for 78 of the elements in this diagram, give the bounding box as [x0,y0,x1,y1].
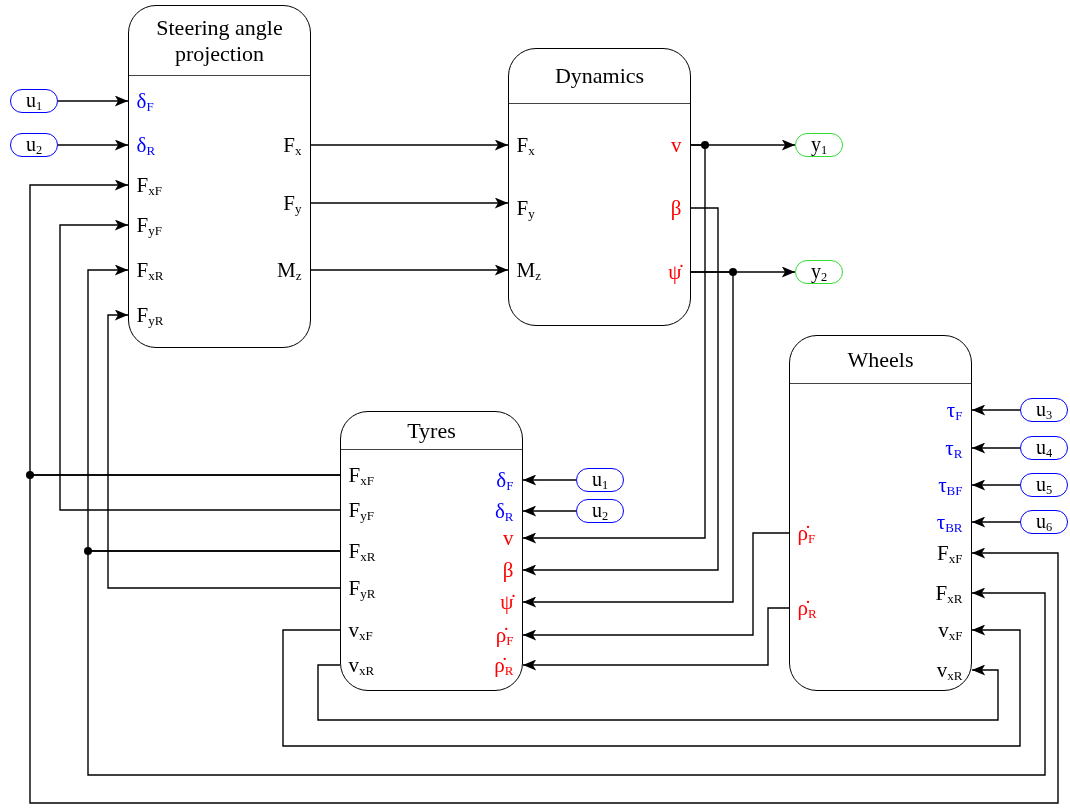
port-label: v$_{xF}$ [339,615,402,644]
arrow [522,271,734,608]
port-label: ρ̇$_{F}$ [460,620,523,649]
port-label: δ$_{F}$ [460,465,523,494]
port-label: F$_{xF}$ [339,460,402,489]
block-title: Wheels [790,336,971,384]
input-terminal: u$_{2}$ [576,499,624,523]
input-terminal: u$_{6}$ [1020,510,1068,534]
arrow [522,144,706,544]
arrow [59,219,341,511]
port-label: τ$_{F}$ [909,395,972,424]
port-label: v [628,130,691,159]
function-block [789,335,972,691]
port-label: ψ̇ [460,587,523,616]
arrow [522,505,577,517]
port-label: F$_{xR}$ [909,578,972,607]
port-label: ρ̇$_{R}$ [460,650,523,679]
port-label: β [628,193,691,222]
block-title: Tyres [341,412,522,450]
block-title: Dynamics [509,49,690,104]
port-label: F$_{x}$ [248,130,311,159]
input-terminal: u$_{4}$ [1020,436,1068,460]
function-block [340,411,523,691]
port-label: v [460,523,523,552]
function-block [508,48,691,326]
output-terminal: y$_{1}$ [795,133,843,157]
arrow [29,474,1059,804]
input-terminal: u$_{1}$ [10,89,58,113]
port-label: F$_{yR}$ [339,573,402,602]
port-label: ρ̇$_{F}$ [788,518,851,547]
arrow [971,442,1021,454]
port-label: F$_{xR}$ [339,536,402,565]
port-label: F$_{x}$ [507,130,570,159]
arrow [57,139,129,151]
input-terminal: u$_{5}$ [1020,473,1068,497]
port-label: v$_{xR}$ [339,650,402,679]
port-label: F$_{yF}$ [339,495,402,524]
port-label: β [460,555,523,584]
port-label: F$_{y}$ [248,188,311,217]
input-terminal: u$_{1}$ [576,468,624,492]
port-label: F$_{xF}$ [909,538,972,567]
port-label: F$_{y}$ [507,193,570,222]
arrow [310,264,509,276]
port-label: δ$_{F}$ [127,86,190,115]
arrow [522,474,577,486]
port-label: M$_{z}$ [248,255,311,284]
arrow [522,532,790,641]
input-terminal: u$_{2}$ [10,133,58,157]
port-label: M$_{z}$ [507,255,570,284]
arrow [971,516,1021,528]
port-label: δ$_{R}$ [127,130,190,159]
port-label: τ$_{BF}$ [909,470,972,499]
port-label: τ$_{BR}$ [909,507,972,536]
port-label: F$_{xF}$ [127,170,190,199]
arrow [310,197,509,209]
arrow [522,207,719,576]
port-label: F$_{xR}$ [127,255,190,284]
port-label: F$_{yR}$ [127,300,190,329]
output-terminal: y$_{2}$ [795,260,843,284]
input-terminal: u$_{3}$ [1020,398,1068,422]
arrow [317,664,999,721]
arrow [87,550,1046,776]
arrow [522,607,790,671]
arrow [971,404,1021,416]
arrow [107,309,341,589]
port-label: v$_{xF}$ [909,615,972,644]
arrow [971,479,1021,491]
port-label: v$_{xR}$ [909,655,972,684]
arrow [57,95,129,107]
function-block [128,5,311,348]
arrow [310,139,509,151]
port-label: ψ̇ [628,257,691,286]
arrow [282,624,1021,747]
port-label: τ$_{R}$ [909,433,972,462]
block-title: Steering angle projection [129,6,310,76]
port-label: ρ̇$_{R}$ [788,593,851,622]
port-label: δ$_{R}$ [460,496,523,525]
port-label: F$_{yF}$ [127,210,190,239]
